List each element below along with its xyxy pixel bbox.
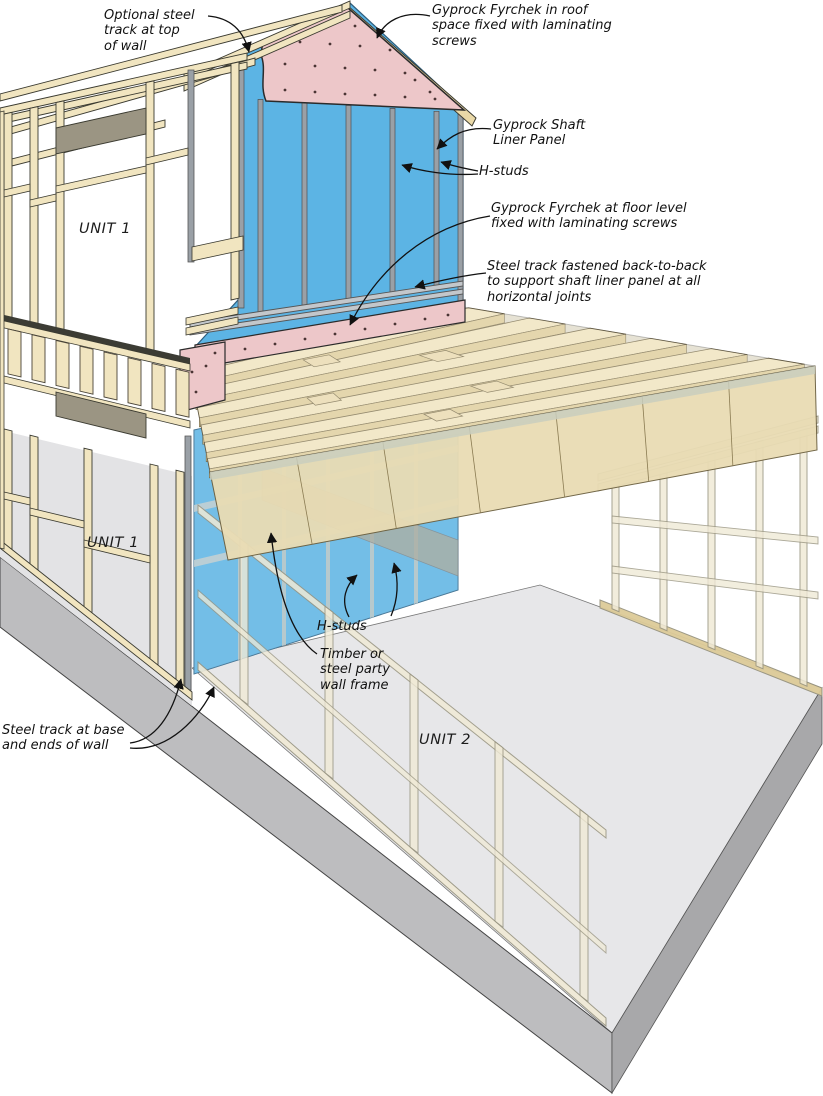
stud [83, 447, 93, 620]
floor-joist-end [175, 368, 190, 418]
joist-blocking [302, 354, 342, 368]
leader-track-base-b [129, 686, 215, 749]
unit1-timber-frame [0, 52, 248, 701]
steel-track-upper-rail [189, 280, 464, 328]
floor-joist-end [127, 357, 142, 407]
label-h-studs-upper: H-studs [479, 164, 529, 179]
label-optional-steel-track: Optional steel track at top of wall [104, 8, 195, 54]
unit2-ghost-front-wall [197, 503, 607, 1028]
floor-joist-end [55, 339, 70, 390]
nogging [145, 147, 189, 166]
floor-joist-end [7, 328, 22, 378]
nogging [29, 193, 57, 208]
slab-right-face [611, 686, 823, 1095]
label-party-wall-frame: Timber or steel party wall frame [320, 647, 390, 693]
steel-end-track [187, 69, 195, 263]
stud [29, 105, 39, 328]
stud [149, 463, 159, 672]
nogging [55, 165, 147, 194]
label-steel-track-joints: Steel track fastened back-to-back to sup… [487, 259, 707, 305]
leader-optional-track [207, 15, 252, 53]
steel-end-track-lower [184, 435, 192, 691]
nogging [83, 539, 151, 564]
label-floor-fyrchek: Gyprock Fyrchek at floor level fixed wit… [491, 201, 687, 232]
joist-blocking [423, 408, 464, 422]
stud [175, 469, 185, 692]
joist-blocking [306, 392, 343, 406]
joist-blocking [418, 350, 465, 362]
label-roof-fyrchek: Gyprock Fyrchek in roof space fixed with… [432, 3, 612, 49]
top-plate [0, 52, 248, 116]
leader-h-studs-a [440, 160, 479, 172]
header-beam [55, 107, 147, 155]
rafter [0, 4, 343, 102]
floor-joist-end [151, 362, 166, 413]
slab-top-unit1 [0, 430, 192, 706]
h-stud [301, 102, 308, 306]
ghost-bottom-plate [197, 660, 607, 1028]
floor-joist-end [31, 334, 46, 384]
stud [230, 61, 240, 301]
label-shaft-liner-panel: Gyprock Shaft Liner Panel [493, 118, 586, 149]
h-stud [257, 99, 264, 313]
label-unit1-lower: UNIT 1 [87, 535, 140, 551]
label-unit2: UNIT 2 [419, 732, 472, 748]
leader-h-studs-lower-a [344, 574, 358, 618]
joist-blocking [469, 380, 515, 393]
label-h-studs-lower: H-studs [317, 619, 367, 634]
bottom-plate [0, 539, 193, 701]
leader-party-frame [266, 532, 318, 655]
stud [29, 434, 39, 577]
leader-shaft-liner [436, 127, 492, 150]
h-stud [433, 110, 440, 286]
floor-platform [189, 305, 818, 561]
nogging [29, 507, 85, 529]
label-unit1-upper: UNIT 1 [79, 221, 132, 237]
leader-h-studs-lower-b [390, 562, 402, 617]
glass-sheet-edge [210, 366, 815, 480]
stud [145, 80, 155, 356]
floor-joist-end [103, 351, 118, 401]
concrete-slab [0, 430, 823, 1095]
h-stud [345, 105, 352, 299]
leader-lines [129, 13, 492, 749]
leader-h-studs-b [401, 163, 479, 176]
label-steel-track-base: Steel track at base and ends of wall [2, 723, 125, 754]
leader-floor-fyrchek [349, 215, 491, 326]
stud [3, 111, 13, 322]
ghost-nogging-rail [197, 589, 607, 954]
header-beam-lower [55, 391, 147, 439]
ghost-top-plate [197, 503, 607, 840]
leader-track-joints [414, 272, 487, 290]
floor-joist-end [79, 345, 94, 395]
leader-track-base-a [129, 678, 184, 744]
leader-roof-fyrchek [376, 13, 431, 39]
